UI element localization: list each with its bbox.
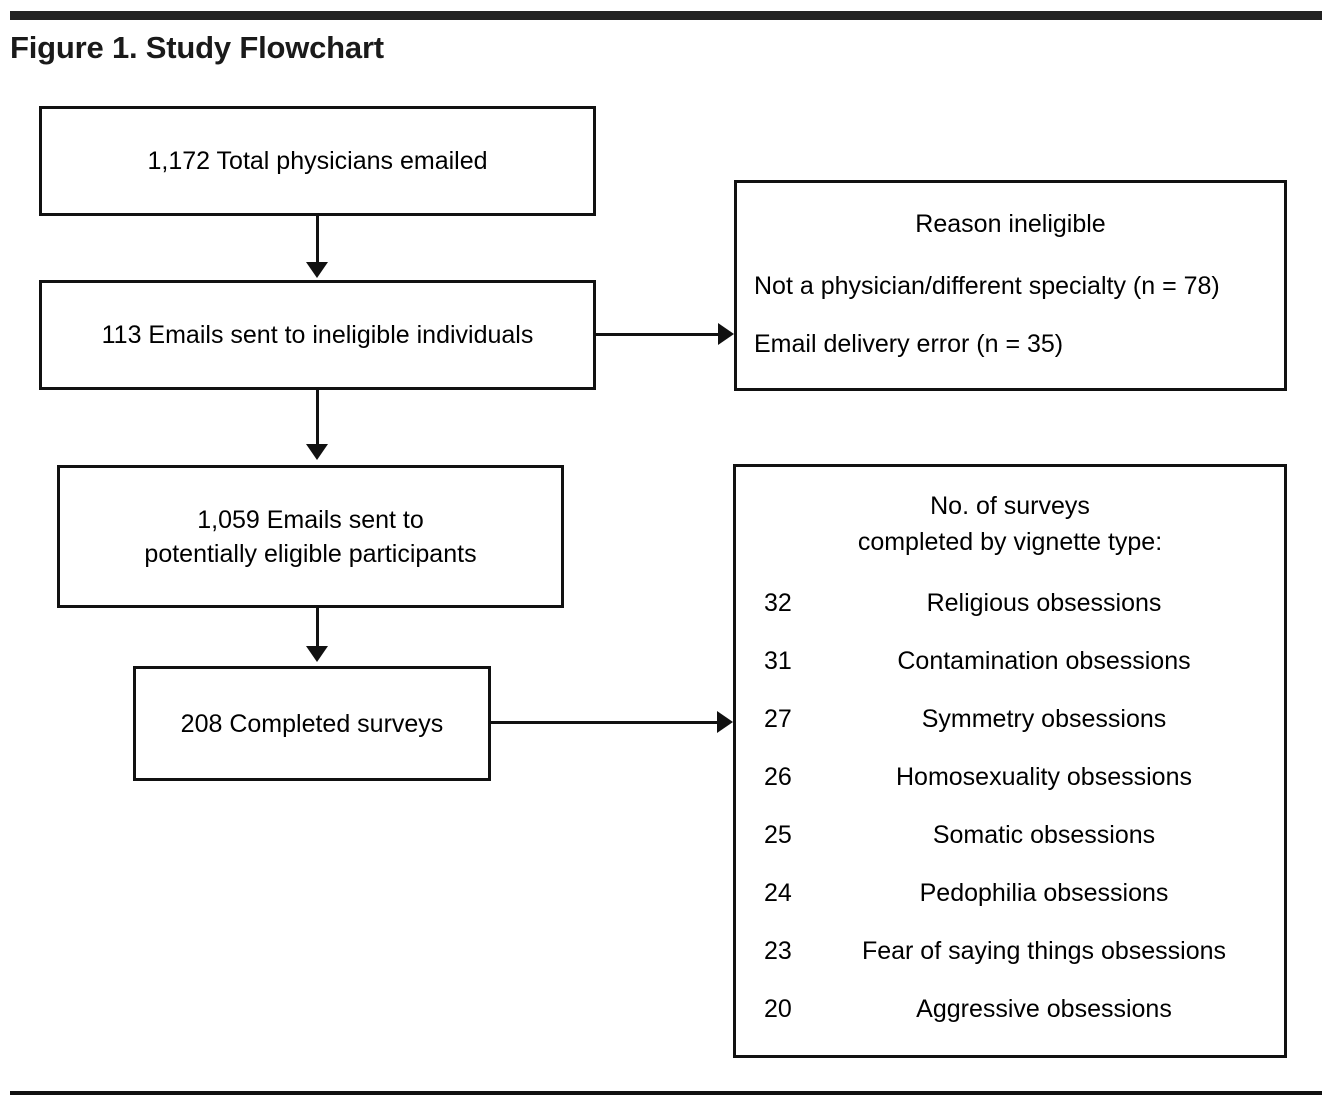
flow-node-completed-surveys: 208 Completed surveys xyxy=(133,666,491,781)
connector-ineligible-to-reason-line xyxy=(596,333,720,336)
list-item: 31 Contamination obsessions xyxy=(736,644,1284,678)
connector-ineligible-to-reason-arrowhead-icon xyxy=(718,323,734,345)
connector-emailed-to-ineligible-arrowhead-icon xyxy=(306,262,328,278)
reason-ineligible-line-2: Email delivery error (n = 35) xyxy=(754,330,1064,358)
list-item: 24 Pedophilia obsessions xyxy=(736,876,1284,910)
vignette-list: 32 Religious obsessions 31 Contamination ob… xyxy=(736,586,1284,1026)
flow-node-potentially-eligible-line2: potentially eligible participants xyxy=(144,539,477,568)
list-item: 32 Religious obsessions xyxy=(736,586,1284,620)
flow-node-total-emailed: 1,172 Total physicians emailed xyxy=(39,106,596,216)
vignette-item-count: 32 xyxy=(764,589,792,617)
vignette-heading: No. of surveys completed by vignette typ… xyxy=(736,488,1284,560)
reason-ineligible-line-1: Not a physician/different specialty (n =… xyxy=(754,272,1220,300)
connector-ineligible-to-potential-arrowhead-icon xyxy=(306,444,328,460)
list-item: 27 Symmetry obsessions xyxy=(736,702,1284,736)
page-title: Figure 1. Study Flowchart xyxy=(10,30,384,65)
reason-ineligible-heading: Reason ineligible xyxy=(915,210,1106,238)
list-item: 23 Fear of saying things obsessions xyxy=(736,934,1284,968)
vignette-item-count: 23 xyxy=(764,937,792,965)
connector-potential-to-completed-line xyxy=(316,608,319,650)
list-item: 26 Homosexuality obsessions xyxy=(736,760,1284,794)
list-item: 20 Aggressive obsessions xyxy=(736,992,1284,1026)
flow-node-potentially-eligible-line1: 1,059 Emails sent to xyxy=(197,505,424,534)
vignette-item-count: 24 xyxy=(764,879,792,907)
vignette-item-label: Contamination obsessions xyxy=(897,647,1191,675)
vignette-heading-line-1: No. of surveys xyxy=(930,492,1090,520)
flow-node-potentially-eligible-text: 1,059 Emails sent to potentially eligibl… xyxy=(144,503,476,571)
flow-node-vignette-counts: No. of surveys completed by vignette typ… xyxy=(733,464,1287,1058)
vignette-item-count: 31 xyxy=(764,647,792,675)
vignette-item-count: 27 xyxy=(764,705,792,733)
vignette-item-label: Symmetry obsessions xyxy=(921,705,1167,733)
flow-node-completed-surveys-label: 208 Completed surveys xyxy=(180,709,444,738)
vignette-item-label: Pedophilia obsessions xyxy=(919,879,1169,907)
vignette-item-label: Somatic obsessions xyxy=(932,821,1156,849)
flow-node-ineligible-emails-label: 113 Emails sent to ineligible individual… xyxy=(101,321,534,349)
flow-node-reason-ineligible: Reason ineligible Not a physician/differ… xyxy=(734,180,1287,391)
flow-node-ineligible-emails: 113 Emails sent to ineligible individual… xyxy=(39,280,596,390)
connector-emailed-to-ineligible-line xyxy=(316,216,319,266)
connector-potential-to-completed-arrowhead-icon xyxy=(306,646,328,662)
flow-node-potentially-eligible: 1,059 Emails sent to potentially eligibl… xyxy=(57,465,564,608)
vignette-item-label: Religious obsessions xyxy=(926,589,1162,617)
connector-ineligible-to-potential-line xyxy=(316,390,319,448)
connector-completed-to-vignette-line xyxy=(491,721,719,724)
list-item: 25 Somatic obsessions xyxy=(736,818,1284,852)
vignette-heading-line-2: completed by vignette type: xyxy=(857,528,1163,556)
flow-node-total-emailed-label: 1,172 Total physicians emailed xyxy=(147,147,488,175)
vignette-item-label: Homosexuality obsessions xyxy=(896,763,1192,791)
vignette-item-count: 25 xyxy=(764,821,792,849)
vignette-item-count: 20 xyxy=(764,995,792,1023)
bottom-rule-divider xyxy=(10,1091,1322,1095)
top-rule-divider xyxy=(10,11,1322,20)
vignette-item-label: Aggressive obsessions xyxy=(916,995,1172,1023)
vignette-item-label: Fear of saying things obsessions xyxy=(861,937,1227,965)
connector-completed-to-vignette-arrowhead-icon xyxy=(717,711,733,733)
vignette-item-count: 26 xyxy=(764,763,792,791)
